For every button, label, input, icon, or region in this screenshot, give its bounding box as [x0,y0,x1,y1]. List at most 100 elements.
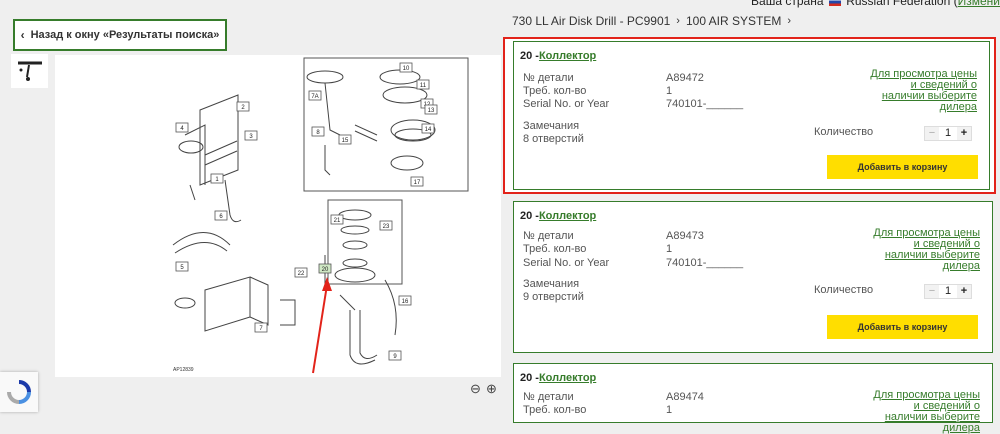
remarks-label: Замечания [523,278,580,290]
quantity-value[interactable]: 1 [944,127,952,139]
breadcrumb-item-model[interactable]: 730 LL Air Disk Drill - PC9901 [512,14,671,28]
part-card: 20 -Коллектор № детали A89474 Треб. кол-… [513,363,993,434]
part-card: 20 -Коллектор № детали A89473 Треб. кол-… [513,201,993,353]
callout-label-1: 1 [215,177,219,183]
req-qty-label: Треб. кол-во [523,85,587,97]
callout-box-2[interactable] [236,101,250,112]
callout-label-17: 17 [414,180,421,186]
chevron-right-icon: › [676,15,680,27]
callout-box-16[interactable] [398,295,412,306]
callout-label-20: 20 [322,267,329,273]
serial-label: Serial No. or Year [523,98,610,110]
change-country-link[interactable]: Измени [957,0,1000,8]
diagram-svg: 12345677A89101112131415161720212223 AP12… [172,57,469,374]
part-name-link[interactable]: Коллектор [538,372,597,384]
part-no-label: № детали [523,230,574,242]
add-to-cart-button[interactable]: Добавить в корзину [827,315,978,339]
callout-label-2: 2 [241,105,245,111]
callout-label-3: 3 [249,134,253,140]
callout-label-5: 5 [180,265,184,271]
add-to-cart-button[interactable]: Добавить в корзину [827,155,978,179]
quantity-label: Количество [814,284,874,296]
callout-box-4[interactable] [175,122,189,133]
chevron-right-icon: › [787,15,792,27]
chevron-left-icon: ‹ [20,28,25,42]
thumbnail-icon [17,61,42,81]
callout-box-10[interactable] [399,62,413,73]
plus-icon[interactable]: + [957,285,971,298]
diagram-thumbnail[interactable] [11,54,48,88]
callout-label-11: 11 [420,83,427,89]
quantity-value[interactable]: 1 [944,285,952,297]
part-card: 20 -Коллектор № детали A89472 Треб. кол-… [513,41,990,190]
minus-icon[interactable]: − [925,285,939,298]
back-to-results-button[interactable]: ‹ Назад к окну «Результаты поиска» [13,19,227,51]
quantity-stepper[interactable]: − 1 + [924,126,972,141]
quantity-stepper[interactable]: − 1 + [924,284,972,299]
callout-box-7[interactable] [254,322,268,333]
minus-icon[interactable]: − [925,127,939,140]
callout-label-4: 4 [180,126,184,132]
part-title: 20 -Коллектор [520,210,597,222]
callout-labels: 12345677A89101112131415161720212223 [175,62,438,361]
breadcrumb: 730 LL Air Disk Drill - PC9901 › 100 AIR… [512,14,793,28]
select-dealer-link[interactable]: Для просмотра цены и сведений о наличии … [873,389,980,434]
callout-box-8[interactable] [311,126,325,137]
select-dealer-link[interactable]: Для просмотра цены и сведений о наличии … [873,227,980,272]
callout-label-7A: 7A [311,94,318,100]
callout-box-20[interactable] [318,263,332,274]
callout-box-15[interactable] [338,134,352,145]
callout-box-23[interactable] [379,220,393,231]
part-card-highlight: 20 -Коллектор № детали A89472 Треб. кол-… [503,37,996,194]
remarks-value: 8 отверстий [523,133,584,145]
region-label: Ваша страна [751,0,824,8]
zoom-in-icon[interactable]: ⊕ [486,381,497,396]
breadcrumb-item-system[interactable]: 100 AIR SYSTEM [685,14,782,28]
back-button-label: Назад к окну «Результаты поиска» [30,29,220,41]
serial-value: 740101-______ [666,98,744,110]
callout-label-9: 9 [393,354,397,360]
callout-box-1[interactable] [210,173,224,184]
callout-box-21[interactable] [330,214,344,225]
req-qty-value: 1 [666,404,673,416]
req-qty-label: Треб. кол-во [523,243,587,255]
callout-label-15: 15 [342,138,349,144]
callout-box-9[interactable] [388,350,402,361]
callout-label-8: 8 [316,130,320,136]
callout-box-14[interactable] [421,123,435,134]
callout-label-13: 13 [428,108,435,114]
req-qty-value: 1 [666,85,673,97]
callout-box-5[interactable] [175,261,189,272]
recaptcha-badge[interactable] [0,372,38,412]
req-qty-label: Треб. кол-во [523,404,587,416]
callout-label-14: 14 [425,127,432,133]
callout-label-21: 21 [334,218,341,224]
callout-label-7: 7 [259,326,263,332]
serial-value: 740101-______ [666,257,744,269]
country-selector: Ваша страна Russian Federation (Измени [751,0,1000,8]
zoom-out-icon[interactable]: ⊖ [470,381,481,396]
callout-label-10: 10 [403,66,410,72]
callout-box-22[interactable] [294,267,308,278]
part-name-link[interactable]: Коллектор [538,50,597,62]
callout-box-3[interactable] [244,130,258,141]
req-qty-value: 1 [666,243,673,255]
quantity-label: Количество [814,126,874,138]
callout-box-6[interactable] [214,210,228,221]
callout-box-7A[interactable] [308,90,322,101]
flag-icon [828,0,841,6]
part-no-value: A89472 [666,72,704,84]
plus-icon[interactable]: + [957,127,971,140]
country-name: Russian Federation [846,0,951,8]
callout-box-11[interactable] [416,79,430,90]
part-no-label: № детали [523,391,574,403]
remarks-label: Замечания [523,120,580,132]
part-no-value: A89474 [666,391,704,403]
figure-id: AP12839 [173,367,194,373]
callout-box-13[interactable] [424,104,438,115]
callout-box-17[interactable] [410,176,424,187]
select-dealer-link[interactable]: Для просмотра цены и сведений о наличии … [870,68,977,113]
part-name-link[interactable]: Коллектор [538,210,597,222]
callout-label-23: 23 [383,224,390,230]
part-no-value: A89473 [666,230,704,242]
